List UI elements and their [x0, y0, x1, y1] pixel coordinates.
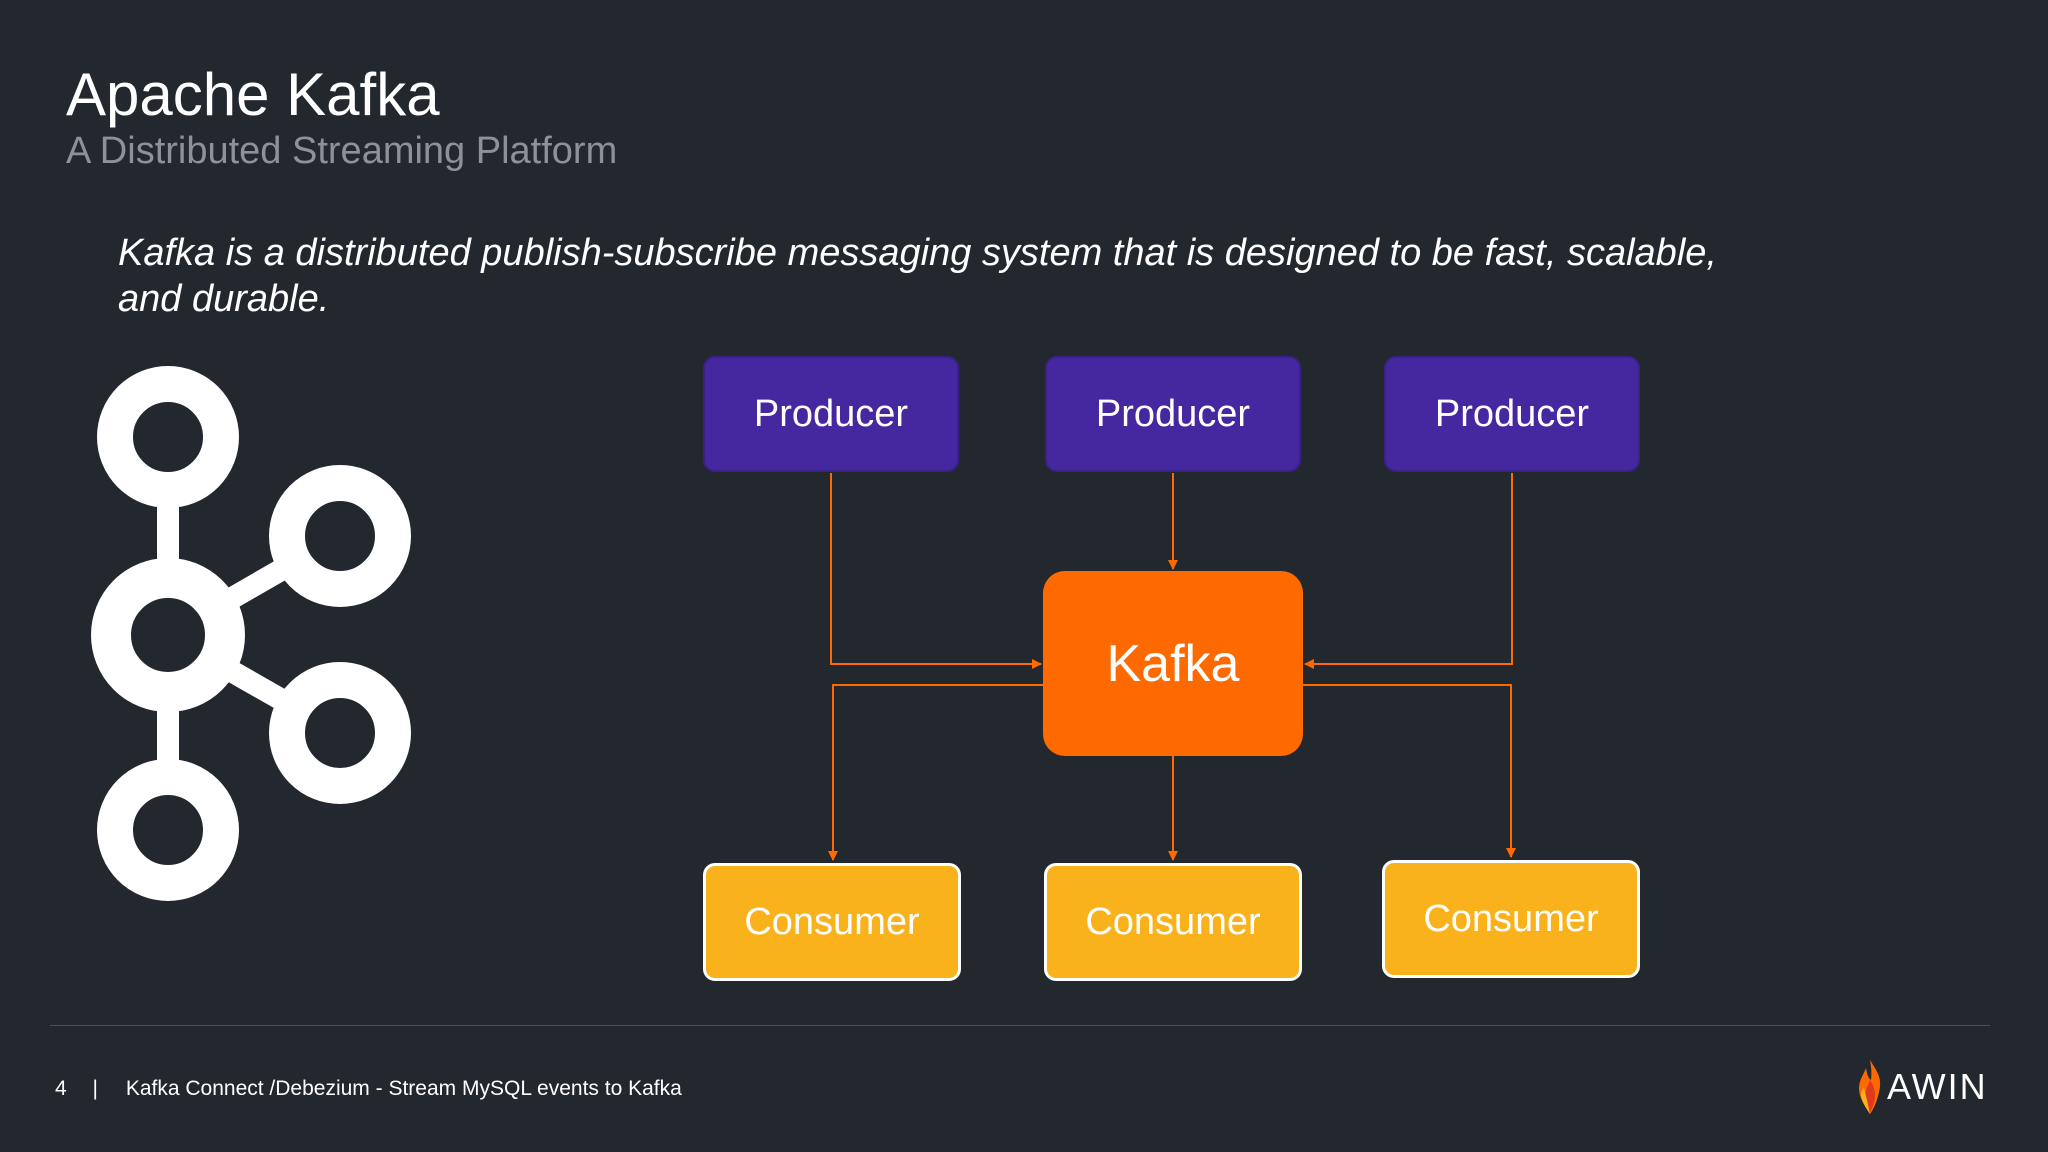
kafka-broker-box: Kafka — [1043, 571, 1303, 756]
consumer-box-3: Consumer — [1382, 860, 1640, 978]
footer-separator: | — [92, 1077, 98, 1100]
tagline: Kafka is a distributed publish-subscribe… — [118, 232, 1717, 320]
slide-subtitle: A Distributed Streaming Platform — [66, 130, 618, 172]
presentation-title: Kafka Connect /Debezium - Stream MySQL e… — [125, 1077, 682, 1100]
slide-title: Apache Kafka — [66, 61, 440, 128]
consumer-box-2: Consumer — [1044, 863, 1302, 981]
producer-box-1: Producer — [703, 356, 959, 472]
awin-brand: AWIN — [1855, 1058, 1988, 1116]
consumer-box-1: Consumer — [703, 863, 961, 981]
arrow-kafka-to-consumer-3 — [1303, 684, 1516, 858]
slide-footer: 4 | Kafka Connect /Debezium - Stream MyS… — [55, 1076, 682, 1102]
brand-wordmark: AWIN — [1887, 1066, 1988, 1107]
page-number: 4 — [55, 1077, 67, 1100]
arrow-producer-3-to-kafka — [1304, 473, 1513, 669]
producer-box-3: Producer — [1384, 356, 1640, 472]
footer-divider — [50, 1025, 1990, 1026]
awin-flame-icon — [1859, 1060, 1881, 1114]
arrow-producer-1-to-kafka — [830, 473, 1042, 669]
arrow-kafka-to-consumer-1 — [828, 684, 1043, 861]
producer-box-2: Producer — [1045, 356, 1301, 472]
apache-kafka-logo-icon — [91, 366, 411, 901]
